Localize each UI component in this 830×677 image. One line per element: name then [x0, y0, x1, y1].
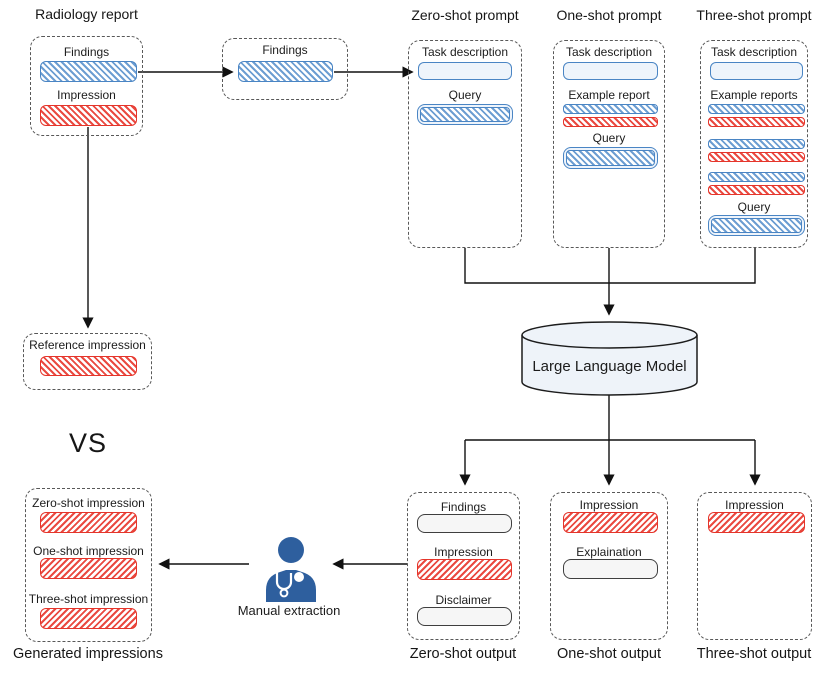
zero-shot-prompt-title: Zero-shot prompt	[411, 7, 519, 23]
one-shot-example-report-label: Example report	[568, 88, 650, 102]
one-shot-query-bar	[563, 147, 658, 169]
one-shot-query-label: Query	[592, 131, 626, 145]
zero-shot-query-label: Query	[448, 88, 482, 102]
llm-label: Large Language Model	[532, 358, 687, 375]
zero-shot-impression-bar	[40, 512, 137, 533]
zero-shot-task-description-box	[418, 62, 512, 80]
generated-impressions-caption: Generated impressions	[13, 646, 163, 662]
example1-findings-bar	[708, 104, 805, 114]
oneshot-output-impression-bar	[563, 512, 658, 533]
example3-findings-bar	[708, 172, 805, 182]
three-shot-query-bar	[708, 215, 805, 236]
extracted-findings-label: Findings	[262, 43, 308, 57]
oneshot-output-impression-label: Impression	[579, 498, 639, 512]
three-shot-output-caption: Three-shot output	[696, 646, 812, 662]
one-shot-prompt-title: One-shot prompt	[556, 7, 662, 23]
zero-shot-query-bar	[417, 104, 513, 125]
one-shot-example-findings-bar	[563, 104, 658, 114]
vs-label: VS	[68, 428, 108, 458]
one-shot-task-description-label: Task description	[565, 45, 653, 59]
radiology-findings-label: Findings	[63, 45, 110, 59]
output-findings-label: Findings	[440, 500, 487, 514]
extracted-findings-bar	[238, 61, 333, 82]
output-disclaimer-box	[417, 607, 512, 626]
zero-shot-output-caption: Zero-shot output	[409, 646, 517, 662]
oneshot-output-explanation-label: Explaination	[576, 545, 642, 559]
one-shot-output-box	[550, 492, 668, 640]
one-shot-task-description-box	[563, 62, 658, 80]
example2-findings-bar	[708, 139, 805, 149]
output-impression-bar	[417, 559, 512, 580]
connector-prompts-merge	[464, 248, 756, 284]
three-shot-impression-label: Three-shot impression	[28, 592, 149, 606]
extracted-findings-box	[222, 38, 348, 100]
output-impression-label: Impression	[434, 545, 493, 559]
one-shot-prompt-box	[553, 40, 665, 248]
output-disclaimer-label: Disclaimer	[435, 593, 492, 607]
three-shot-task-description-box	[710, 62, 803, 80]
doctor-icon	[266, 537, 316, 602]
three-shot-prompt-title: Three-shot prompt	[696, 7, 812, 23]
zero-shot-prompt-box	[408, 40, 522, 248]
three-shot-query-label: Query	[737, 200, 771, 214]
output-findings-box	[417, 514, 512, 533]
generated-impressions-box	[25, 488, 152, 642]
zero-shot-output-box	[407, 492, 520, 640]
reference-impression-box	[23, 333, 152, 390]
radiology-findings-bar	[40, 61, 137, 82]
manual-extraction-label: Manual extraction	[237, 603, 341, 618]
example2-impression-bar	[708, 152, 805, 162]
three-shot-task-description-label: Task description	[710, 45, 798, 59]
radiology-report-title: Radiology report	[35, 6, 138, 22]
radiology-impression-label: Impression	[57, 88, 116, 102]
oneshot-output-explanation-box	[563, 559, 658, 579]
radiology-report-box	[30, 36, 143, 136]
radiology-impression-bar	[40, 105, 137, 126]
reference-impression-label: Reference impression	[29, 338, 146, 352]
one-shot-impression-label: One-shot impression	[33, 544, 144, 558]
threeshot-output-impression-bar	[708, 512, 805, 533]
one-shot-impression-bar	[40, 558, 137, 579]
one-shot-output-caption: One-shot output	[557, 646, 661, 662]
three-shot-example-reports-label: Example reports	[710, 88, 798, 102]
zero-shot-task-description-label: Task description	[421, 45, 509, 59]
three-shot-impression-bar	[40, 608, 137, 629]
three-shot-prompt-box	[700, 40, 808, 248]
example1-impression-bar	[708, 117, 805, 127]
threeshot-output-impression-label: Impression	[725, 498, 784, 512]
reference-impression-bar	[40, 356, 137, 376]
zero-shot-impression-label: Zero-shot impression	[32, 496, 145, 510]
example3-impression-bar	[708, 185, 805, 195]
one-shot-example-impression-bar	[563, 117, 658, 127]
three-shot-output-box	[697, 492, 812, 640]
